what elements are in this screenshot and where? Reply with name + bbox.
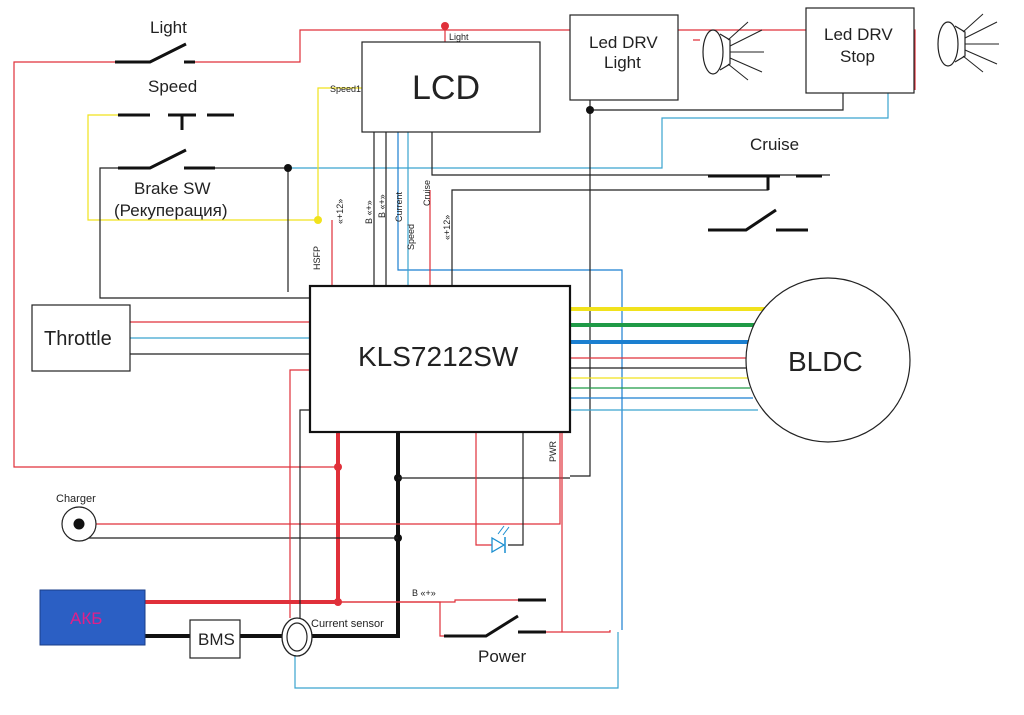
- led-drv-light-block: Led DRV Light: [569, 14, 764, 101]
- led-indicator-icon: [491, 525, 510, 554]
- wire-labels: Light Speed1 HSFP «+12» B «+» B «+» Curr…: [312, 32, 558, 598]
- junction-led-light: [586, 106, 594, 114]
- switch-brake-label-1: Brake SW: [134, 179, 211, 198]
- lcd-block: LCD: [361, 41, 541, 133]
- switch-speed-label: Speed: [148, 77, 197, 96]
- battery-block: АКБ: [39, 589, 146, 646]
- wire-power-out: [545, 630, 611, 633]
- lamp-stop-icon: [937, 13, 999, 73]
- wire-label-pwr: PWR: [548, 441, 558, 462]
- wire-label-plus12-right: «+12»: [442, 215, 452, 240]
- wire-label-speed1: Speed1: [330, 84, 361, 94]
- led-light-label-1: Led DRV: [589, 33, 658, 52]
- junction-brake: [284, 164, 292, 172]
- wire-label-b-plus-power: B «+»: [412, 588, 436, 598]
- controller-block: KLS7212SW: [308, 284, 572, 434]
- led-stop-label-2: Stop: [840, 47, 875, 66]
- wire-sensor-cyan: [294, 632, 619, 689]
- junction-light: [441, 22, 449, 30]
- wire-stop-blue: [290, 93, 889, 169]
- switch-light[interactable]: Light: [115, 18, 195, 64]
- wire-light-red: [193, 29, 916, 90]
- current-sensor-label: Current sensor: [311, 618, 384, 630]
- wire-label-current: Current: [394, 191, 404, 222]
- wire-led-black: [508, 432, 524, 546]
- wire-light-return-red: [13, 61, 338, 468]
- current-sensor: Current sensor: [281, 617, 384, 657]
- switch-light-label: Light: [150, 18, 187, 37]
- wire-label-cruise: Cruise: [422, 180, 432, 206]
- wire-label-plus12-left: «+12»: [335, 199, 345, 224]
- lamp-light-icon: [702, 21, 764, 81]
- wire-cruise-black-2: [570, 290, 591, 477]
- controller-label: KLS7212SW: [358, 341, 519, 372]
- led-drv-stop-block: Led DRV Stop: [805, 7, 999, 94]
- wire-label-light: Light: [449, 32, 469, 42]
- charger-label: Charger: [56, 493, 96, 505]
- switch-cruise[interactable]: Cruise: [708, 135, 822, 232]
- wire-battery-plus: [145, 432, 340, 604]
- motor-label: BLDC: [788, 346, 863, 377]
- lcd-label: LCD: [412, 69, 480, 107]
- throttle-block: Throttle: [31, 304, 131, 372]
- throttle-label: Throttle: [44, 328, 112, 350]
- switch-speed[interactable]: Speed: [118, 77, 234, 130]
- led-light-label-2: Light: [604, 53, 641, 72]
- led-stop-label-1: Led DRV: [824, 25, 893, 44]
- wire-led-red: [475, 432, 492, 546]
- switch-power-label: Power: [478, 647, 527, 666]
- bms-block: BMS: [189, 619, 241, 659]
- wire-charger-red: [96, 432, 561, 525]
- wire-sensor-black: [299, 409, 310, 618]
- wire-cruise-black: [431, 132, 830, 176]
- switch-brake[interactable]: Brake SW (Рекуперация): [114, 148, 228, 220]
- wire-label-b-plus-b: B «+»: [377, 194, 387, 218]
- switch-power[interactable]: Power: [444, 598, 546, 666]
- wire-stop-black: [590, 93, 844, 111]
- junction-speed: [314, 216, 322, 224]
- wire-label-speed: Speed: [406, 224, 416, 250]
- battery-label: АКБ: [70, 609, 102, 628]
- bms-label: BMS: [198, 630, 235, 649]
- wire-current: [397, 132, 623, 630]
- switch-cruise-label: Cruise: [750, 135, 799, 154]
- switch-brake-label-2: (Рекуперация): [114, 201, 228, 220]
- wires: [13, 22, 916, 689]
- charger-plug-icon: [73, 518, 85, 530]
- wire-sensor-red: [289, 369, 310, 618]
- motor-block: BLDC: [745, 277, 911, 443]
- junction-bat-1: [334, 463, 342, 471]
- charger-port: Charger: [56, 493, 97, 542]
- wire-label-hsfp: HSFP: [312, 246, 322, 270]
- wire-battery-minus: [145, 432, 400, 638]
- wire-label-b-plus-a: B «+»: [364, 200, 374, 224]
